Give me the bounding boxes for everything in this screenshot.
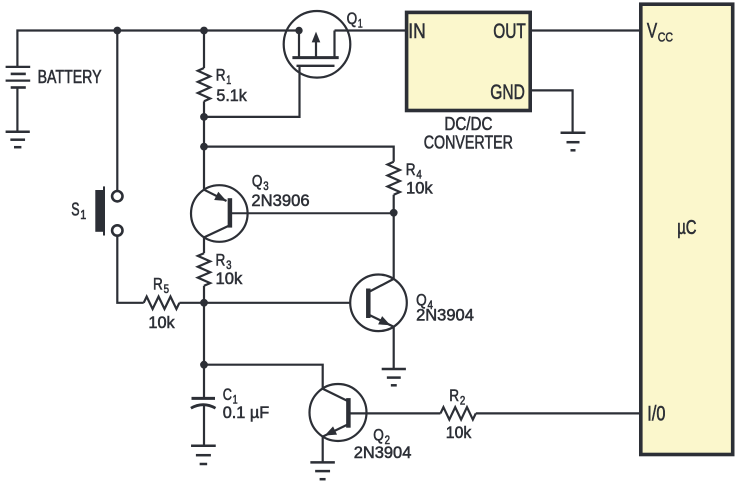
svg-text:1: 1	[233, 393, 238, 407]
svg-text:10k: 10k	[446, 423, 472, 442]
svg-text:1: 1	[226, 73, 231, 87]
svg-text:3: 3	[263, 179, 269, 193]
svg-text:Q: Q	[347, 9, 358, 28]
svg-text:R: R	[153, 275, 163, 294]
svg-text:0.1 µF: 0.1 µF	[223, 403, 270, 422]
svg-text:I/0: I/0	[647, 403, 665, 426]
svg-text:BATTERY: BATTERY	[38, 67, 102, 87]
svg-text:5.1k: 5.1k	[216, 86, 247, 105]
svg-text:GND: GND	[490, 81, 525, 104]
svg-text:µC: µC	[677, 217, 696, 239]
svg-text:2N3906: 2N3906	[251, 191, 309, 210]
svg-text:1: 1	[80, 207, 86, 222]
svg-text:Q: Q	[252, 171, 263, 190]
svg-text:Q: Q	[416, 291, 427, 310]
svg-text:4: 4	[428, 298, 434, 312]
svg-text:2: 2	[460, 394, 466, 408]
svg-text:2N3904: 2N3904	[354, 443, 412, 462]
svg-text:Q: Q	[373, 426, 384, 445]
svg-text:CC: CC	[658, 29, 673, 44]
svg-text:CONVERTER: CONVERTER	[424, 132, 513, 152]
svg-text:3: 3	[226, 258, 232, 272]
svg-text:R: R	[406, 160, 416, 179]
svg-text:S: S	[71, 200, 79, 220]
svg-text:R: R	[216, 251, 226, 270]
svg-text:DC/DC: DC/DC	[444, 114, 492, 134]
svg-text:10k: 10k	[148, 313, 175, 332]
svg-text:R: R	[449, 386, 459, 405]
svg-text:IN: IN	[408, 20, 426, 43]
svg-text:2N3904: 2N3904	[416, 306, 474, 325]
svg-text:2: 2	[385, 433, 391, 447]
svg-text:10k: 10k	[406, 179, 433, 198]
svg-text:1: 1	[358, 17, 363, 31]
svg-text:C: C	[223, 385, 232, 404]
svg-text:5: 5	[164, 282, 170, 296]
svg-text:4: 4	[416, 168, 422, 182]
svg-text:R: R	[216, 66, 226, 85]
svg-text:10k: 10k	[216, 269, 243, 288]
svg-text:V: V	[647, 20, 657, 43]
svg-text:OUT: OUT	[493, 20, 526, 43]
